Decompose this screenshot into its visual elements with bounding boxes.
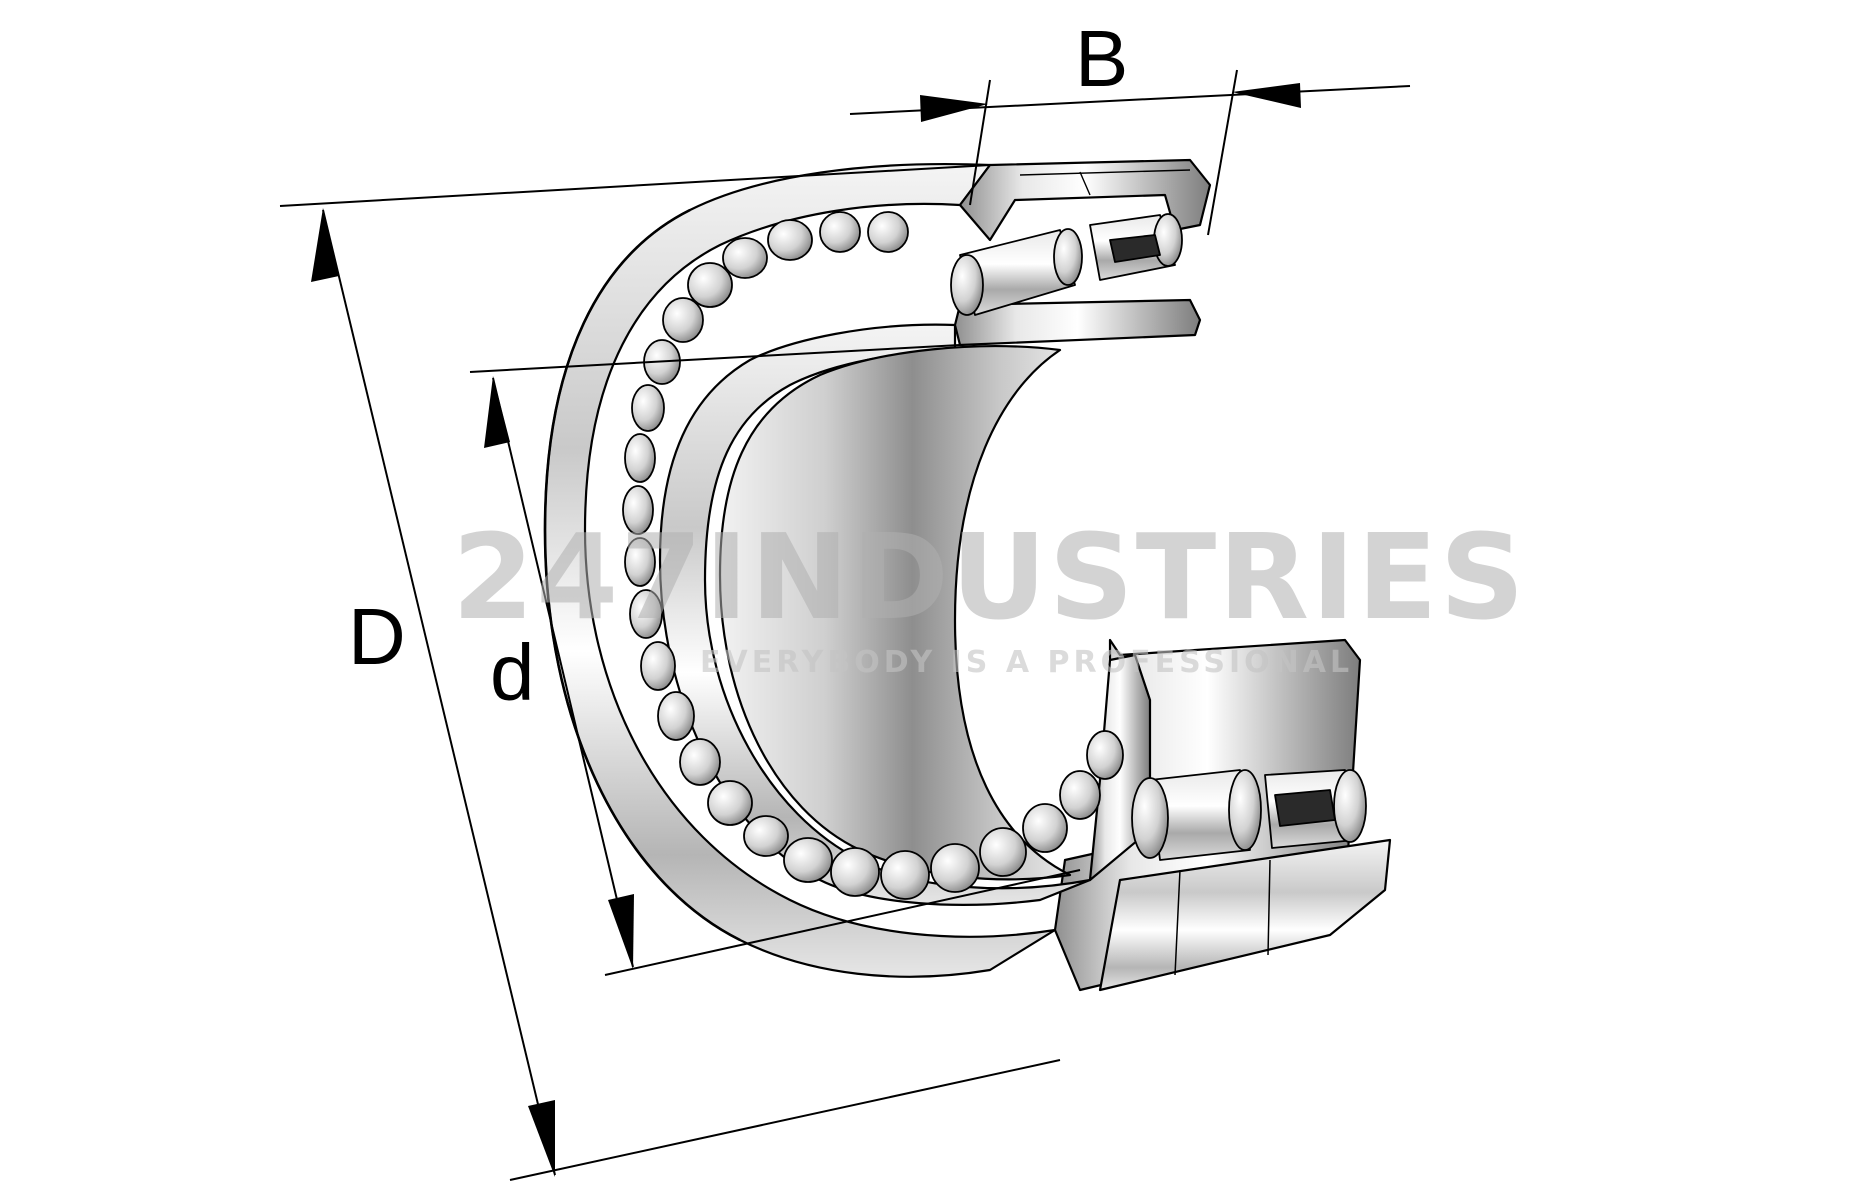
arrowhead-B-left [920,95,988,122]
d-outer-extension-top [279,164,991,207]
bearing-illustration [543,158,1392,992]
outer-ring-outer-band [1098,838,1392,992]
width-extension-right [1207,69,1238,236]
bottom-cut-rollers [1131,769,1367,861]
top-cut-rollers [950,213,1183,316]
watermark-tagline: EVERYBODY IS A PROFESSIONAL [700,645,1353,680]
outer-diameter-dimension-line [322,209,556,1176]
outer-ring-top-section [958,158,1212,242]
inner-ring-face [658,323,1092,906]
bore-extension-top [469,344,961,373]
arrowhead-d-bottom [608,894,634,969]
arrowhead-D-top [311,208,339,282]
arrowhead-D-bottom [528,1100,555,1177]
bore-extension-bottom [604,869,1081,976]
arrowhead-d-top [484,376,510,448]
width-extension-left [969,79,991,206]
bore-diameter-label: d [490,628,535,717]
d-outer-extension-bottom [509,1059,1061,1181]
dimension-arrowheads [311,83,1301,1177]
bore-diameter-dimension-line [492,377,634,968]
roller-row-top [767,211,909,261]
arrowhead-B-right [1232,83,1301,108]
watermark-title: 247INDUSTRIES [452,508,1527,646]
width-label: B [1075,14,1128,103]
outer-diameter-label: D [348,592,406,681]
roller-row-bottom [783,730,1124,900]
